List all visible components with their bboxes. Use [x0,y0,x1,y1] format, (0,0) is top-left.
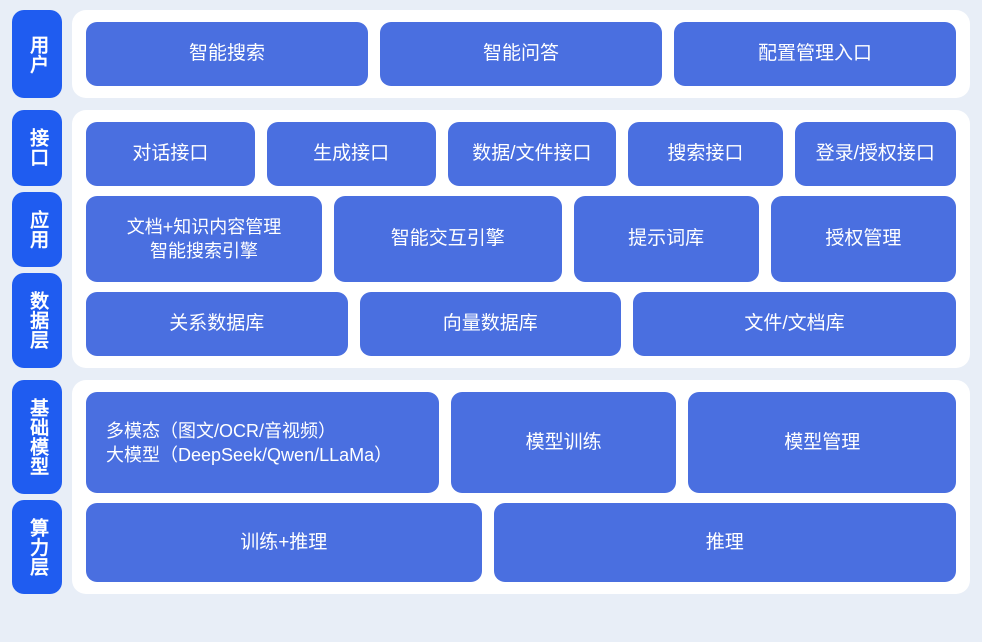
box-intelligent-qa[interactable]: 智能问答 [380,22,662,86]
box-intelligent-search[interactable]: 智能搜索 [86,22,368,86]
side-label-application: 应用 [12,191,62,267]
label-column-platform: 接口 应用 数据层 [12,110,62,368]
side-label-interface: 接口 [12,110,62,186]
box-relational-database[interactable]: 关系数据库 [86,292,348,357]
box-authorization-management[interactable]: 授权管理 [770,195,956,283]
box-generation-api[interactable]: 生成接口 [266,122,436,186]
box-doc-knowledge-management[interactable]: 文档+知识内容管理 智能搜索引擎 [86,195,322,283]
row-application: 文档+知识内容管理 智能搜索引擎 智能交互引擎 提示词库 授权管理 [86,195,956,283]
side-label-user: 用户 [12,10,62,98]
card-foundation: 多模态（图文/OCR/音视频） 大模型（DeepSeek/Qwen/LLaMa）… [72,380,970,594]
row-user-entries: 智能搜索 智能问答 配置管理入口 [86,22,956,86]
card-platform: 对话接口 生成接口 数据/文件接口 搜索接口 登录/授权接口 文档+知识内容管理… [72,110,970,368]
box-config-management-entry[interactable]: 配置管理入口 [674,22,956,86]
section-foundation: 基础模型 算力层 多模态（图文/OCR/音视频） 大模型（DeepSeek/Qw… [12,380,970,594]
side-label-compute-layer: 算力层 [12,499,62,594]
box-prompt-library[interactable]: 提示词库 [573,195,759,283]
side-label-foundation-model: 基础模型 [12,380,62,494]
label-column-users: 用户 [12,10,62,98]
box-inference[interactable]: 推理 [493,503,956,583]
box-model-training[interactable]: 模型训练 [450,392,677,494]
row-interface: 对话接口 生成接口 数据/文件接口 搜索接口 登录/授权接口 [86,122,956,186]
row-model: 多模态（图文/OCR/音视频） 大模型（DeepSeek/Qwen/LLaMa）… [86,392,956,494]
card-users: 智能搜索 智能问答 配置管理入口 [72,10,970,98]
box-model-management[interactable]: 模型管理 [688,392,956,494]
label-column-foundation: 基础模型 算力层 [12,380,62,594]
box-interaction-engine[interactable]: 智能交互引擎 [334,195,562,283]
box-multimodal-large-model[interactable]: 多模态（图文/OCR/音视频） 大模型（DeepSeek/Qwen/LLaMa） [86,392,439,494]
box-login-auth-api[interactable]: 登录/授权接口 [794,122,956,186]
row-data: 关系数据库 向量数据库 文件/文档库 [86,292,956,357]
box-file-document-store[interactable]: 文件/文档库 [633,292,956,357]
section-users: 用户 智能搜索 智能问答 配置管理入口 [12,10,970,98]
section-platform: 接口 应用 数据层 对话接口 生成接口 数据/文件接口 搜索接口 登录/授权接口… [12,110,970,368]
box-vector-database[interactable]: 向量数据库 [359,292,622,357]
box-dialog-api[interactable]: 对话接口 [86,122,255,186]
box-search-api[interactable]: 搜索接口 [628,122,783,186]
side-label-data-layer: 数据层 [12,273,62,368]
row-compute: 训练+推理 推理 [86,503,956,583]
box-training-inference[interactable]: 训练+推理 [86,503,482,583]
box-data-file-api[interactable]: 数据/文件接口 [447,122,617,186]
